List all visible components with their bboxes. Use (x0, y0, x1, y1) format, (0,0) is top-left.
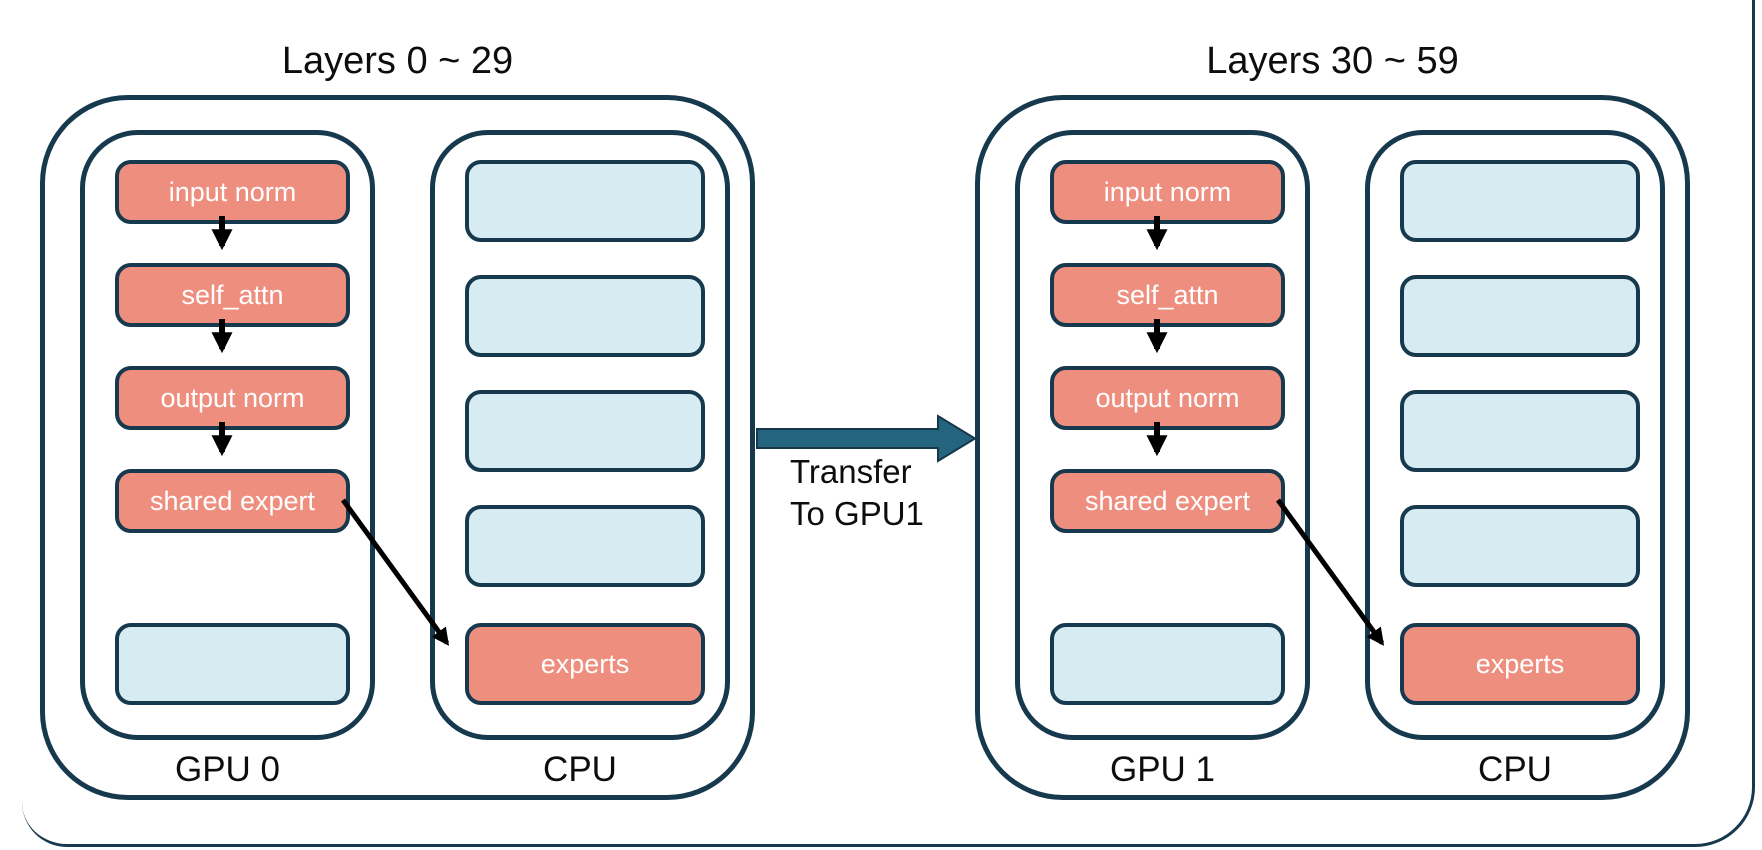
empty-slot-box (465, 505, 705, 587)
gpu0-container: input norm self_attn output norm shared … (80, 130, 375, 740)
empty-slot-box (1050, 623, 1285, 705)
module-box-input-norm: input norm (115, 160, 350, 224)
module-box-self-attn: self_attn (115, 263, 350, 327)
empty-slot-box (1400, 390, 1640, 472)
empty-slot-box (1400, 160, 1640, 242)
experts-box: experts (1400, 623, 1640, 705)
cpu-container-right: experts (1365, 130, 1665, 740)
module-box-output-norm: output norm (1050, 366, 1285, 430)
gpu1-container: input norm self_attn output norm shared … (1015, 130, 1310, 740)
cpu-container-left: experts (430, 130, 730, 740)
cpu-label: CPU (543, 750, 617, 789)
layer-group-0: input norm self_attn output norm shared … (40, 95, 755, 800)
empty-slot-box (1400, 505, 1640, 587)
empty-slot-box (465, 160, 705, 242)
left-group-title: Layers 0 ~ 29 (281, 40, 514, 82)
module-box-shared-expert: shared expert (115, 469, 350, 533)
transfer-label-line1: Transfer (790, 453, 912, 490)
module-box-self-attn: self_attn (1050, 263, 1285, 327)
experts-box: experts (465, 623, 705, 705)
module-box-output-norm: output norm (115, 366, 350, 430)
empty-slot-box (465, 390, 705, 472)
module-box-input-norm: input norm (1050, 160, 1285, 224)
right-group-title: Layers 30 ~ 59 (1206, 40, 1459, 82)
cpu-label: CPU (1478, 750, 1552, 789)
layer-group-1: input norm self_attn output norm shared … (975, 95, 1690, 800)
transfer-label: Transfer To GPU1 (790, 451, 924, 535)
empty-slot-box (465, 275, 705, 357)
gpu0-label: GPU 0 (174, 750, 281, 789)
transfer-label-line2: To GPU1 (790, 495, 924, 532)
empty-slot-box (1400, 275, 1640, 357)
empty-slot-box (115, 623, 350, 705)
gpu1-label: GPU 1 (1109, 750, 1216, 789)
module-box-shared-expert: shared expert (1050, 469, 1285, 533)
